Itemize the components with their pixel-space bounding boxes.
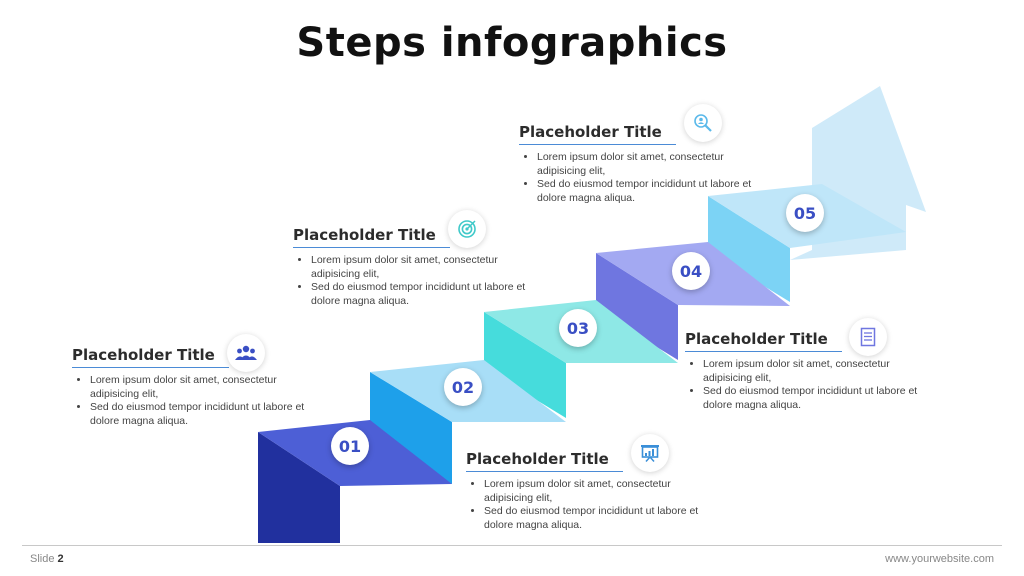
step-2-bullet-1: Lorem ipsum dolor sit amet, consectetur … <box>484 478 706 505</box>
step-3-title: Placeholder Title <box>293 226 450 248</box>
slide-number-label: Slide 2 <box>30 553 64 565</box>
step-5-bullet-2: Sed do eiusmod tempor incididunt ut labo… <box>537 178 759 205</box>
step-5-side <box>708 196 790 302</box>
step-5-title: Placeholder Title <box>519 123 676 145</box>
team-icon <box>227 334 265 372</box>
step-4-number-badge: 04 <box>672 252 710 290</box>
slide-number: 2 <box>57 553 64 565</box>
step-1-bullets: Lorem ipsum dolor sit amet, consectetur … <box>72 374 312 428</box>
step-3-block: Placeholder Title Lorem ipsum dolor sit … <box>293 226 533 308</box>
search-person-icon <box>684 104 722 142</box>
step-1-number-badge: 01 <box>331 427 369 465</box>
slide-title: Steps infographics <box>296 20 728 66</box>
step-4-title: Placeholder Title <box>685 330 842 352</box>
step-5-block: Placeholder Title Lorem ipsum dolor sit … <box>519 123 759 205</box>
step-4-block: Placeholder Title Lorem ipsum dolor sit … <box>685 330 925 412</box>
step-1-front <box>258 432 340 543</box>
step-4-bullet-2: Sed do eiusmod tempor incididunt ut labo… <box>703 385 925 412</box>
step-5-bullet-1: Lorem ipsum dolor sit amet, consectetur … <box>537 151 759 178</box>
step-3-side <box>484 312 566 418</box>
step-3-bullet-1: Lorem ipsum dolor sit amet, consectetur … <box>311 254 533 281</box>
presentation-board-icon <box>631 434 669 472</box>
step-2-number-badge: 02 <box>444 368 482 406</box>
footer-divider <box>22 545 1002 546</box>
step-1-title: Placeholder Title <box>72 346 229 368</box>
step-2-bullets: Lorem ipsum dolor sit amet, consectetur … <box>466 478 706 532</box>
step-4-bullet-1: Lorem ipsum dolor sit amet, consectetur … <box>703 358 925 385</box>
step-4-bullets: Lorem ipsum dolor sit amet, consectetur … <box>685 358 925 412</box>
step-4-side <box>596 253 678 360</box>
step-2-side <box>370 372 452 484</box>
target-icon <box>448 210 486 248</box>
step-3-bullet-2: Sed do eiusmod tempor incididunt ut labo… <box>311 281 533 308</box>
step-1-block: Placeholder Title Lorem ipsum dolor sit … <box>72 346 312 428</box>
document-list-icon <box>849 318 887 356</box>
slide-label: Slide <box>30 553 55 565</box>
step-2-block: Placeholder Title Lorem ipsum dolor sit … <box>466 450 706 532</box>
website-url: www.yourwebsite.com <box>885 553 994 565</box>
step-1-bullet-2: Sed do eiusmod tempor incididunt ut labo… <box>90 401 312 428</box>
step-1-bullet-1: Lorem ipsum dolor sit amet, consectetur … <box>90 374 312 401</box>
step-2-bullet-2: Sed do eiusmod tempor incididunt ut labo… <box>484 505 706 532</box>
step-2-title: Placeholder Title <box>466 450 623 472</box>
step-5-bullets: Lorem ipsum dolor sit amet, consectetur … <box>519 151 759 205</box>
step-3-number-badge: 03 <box>559 309 597 347</box>
step-5-number-badge: 05 <box>786 194 824 232</box>
step-3-bullets: Lorem ipsum dolor sit amet, consectetur … <box>293 254 533 308</box>
